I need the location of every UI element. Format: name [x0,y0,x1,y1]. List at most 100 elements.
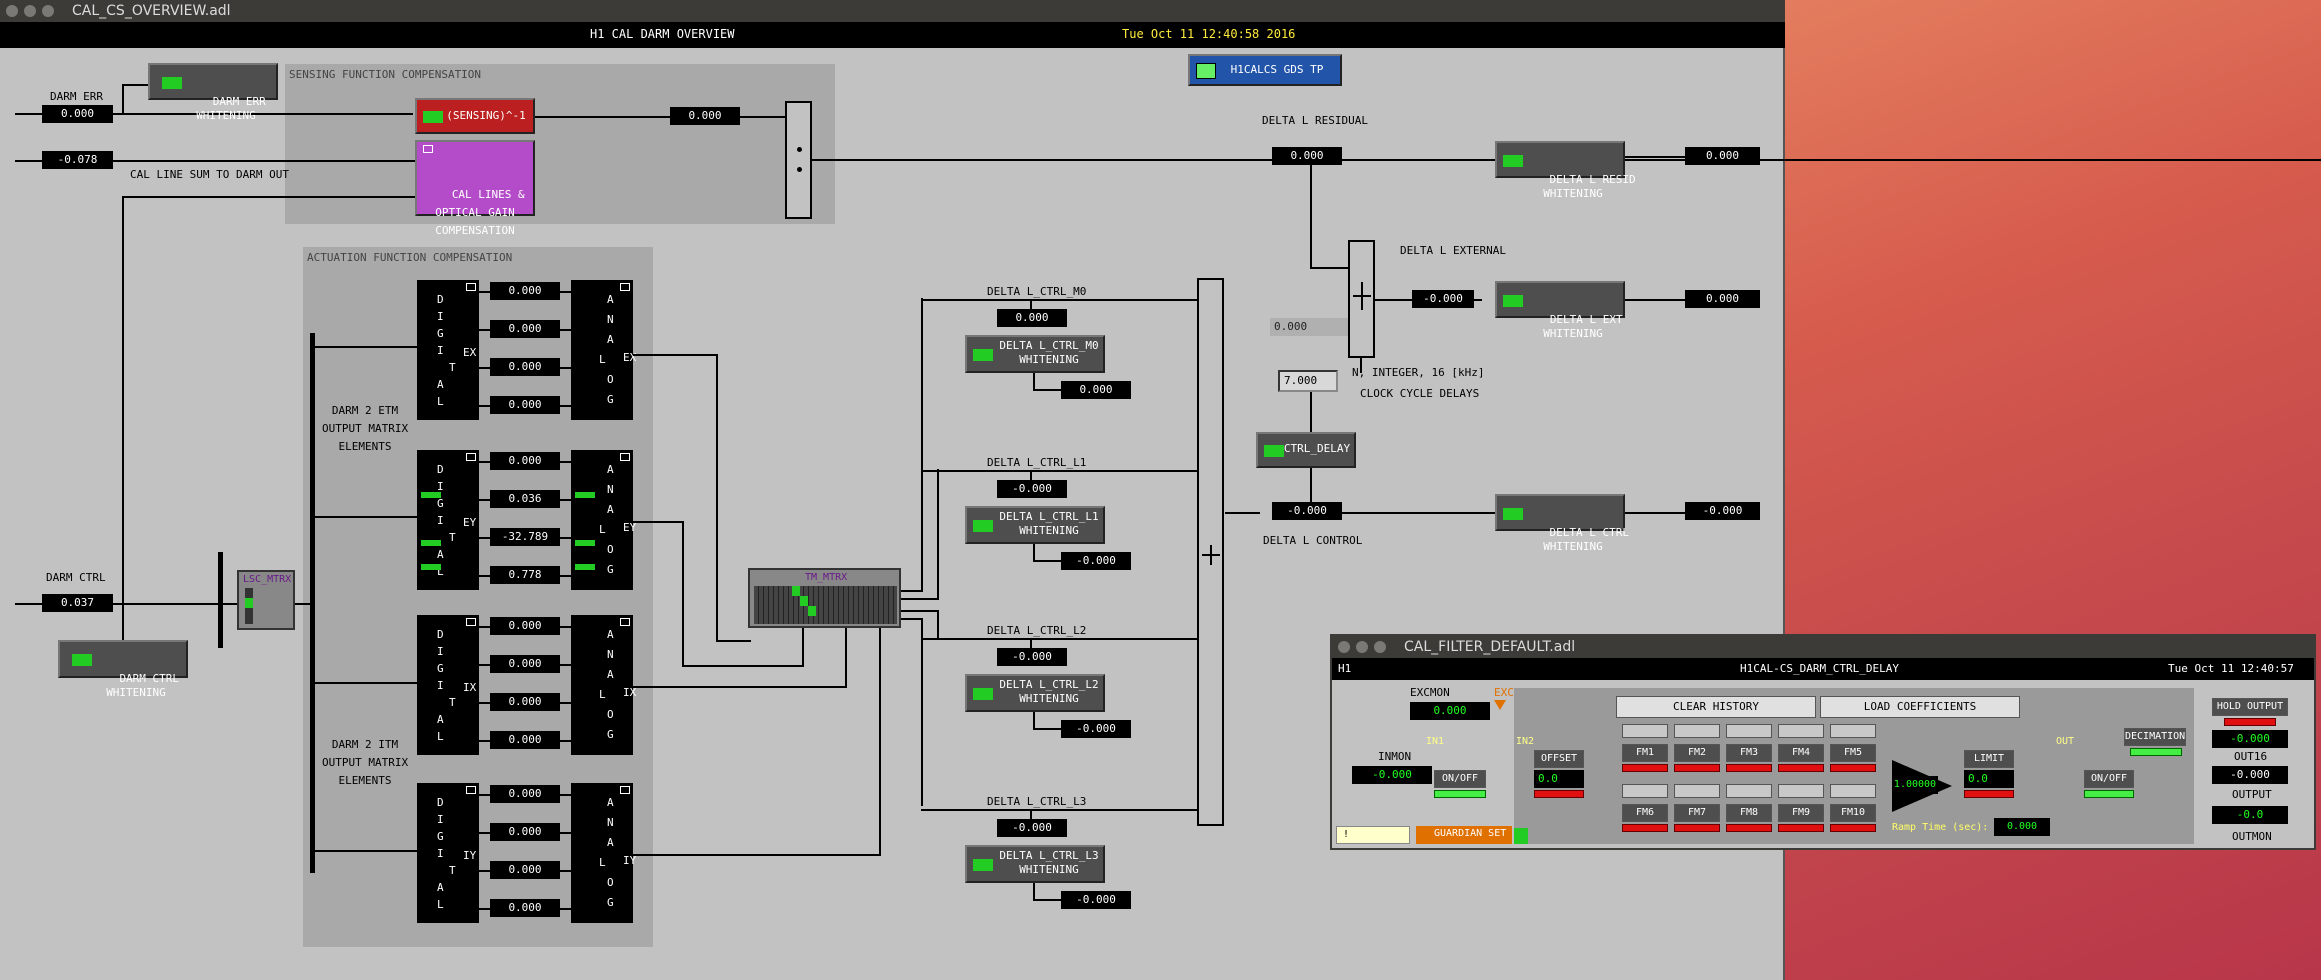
fm-slot [1778,724,1824,738]
fm-button[interactable]: FM7 [1674,804,1720,822]
darm-err-whitening-button[interactable]: DARM ERR WHITENING [148,63,278,122]
minimize-window-icon[interactable] [24,5,36,17]
ctrl-chain-label: DELTA L_CTRL_L2 [987,624,1087,637]
offset-value[interactable]: 0.0 [1534,770,1584,788]
ctrl-chain-whitening-led [973,688,993,700]
filter-maximize-icon[interactable] [1374,641,1386,653]
filter-name: H1CAL-CS_DARM_CTRL_DELAY [1740,662,1899,675]
maximize-window-icon[interactable] [42,5,54,17]
wire [1033,712,1035,728]
fm-indicator [1674,824,1720,832]
fm-button[interactable]: FM9 [1778,804,1824,822]
fm-slot [1830,784,1876,798]
decimation-button[interactable]: DECIMATION [2124,728,2186,746]
filter-popup-window: CAL_FILTER_DEFAULT.adl H1 H1CAL-CS_DARM_… [1330,634,2316,850]
matrix-ey-value[interactable]: -32.789 [490,528,560,546]
darm-ctrl-value: 0.037 [42,594,113,612]
limit-indicator [1964,790,2014,798]
matrix-ix-value[interactable]: 0.000 [490,693,560,711]
fm-slot [1622,784,1668,798]
excmon-label: EXCMON [1410,686,1450,699]
header-timestamp: Tue Oct 11 12:40:58 2016 [1122,27,1296,41]
fm-slot [1622,724,1668,738]
matrix-ix-value[interactable]: 0.000 [490,655,560,673]
matrix-ex-value[interactable]: 0.000 [490,282,560,300]
guardian-set-button[interactable]: GUARDIAN SET [1416,826,1512,844]
ctrl-chain-whitening-led [973,859,993,871]
filter-header: H1 H1CAL-CS_DARM_CTRL_DELAY Tue Oct 11 1… [1332,658,2314,680]
ctrl-chain-whitening-button[interactable]: DELTA L_CTRL_L1 WHITENING [965,506,1105,544]
hold-output-button[interactable]: HOLD OUTPUT [2212,698,2288,716]
itm-matrix-label: DARM 2 ITM OUTPUT MATRIX ELEMENTS [322,738,409,787]
fm-button[interactable]: FM5 [1830,744,1876,762]
guardian-led [1514,828,1528,844]
matrix-ix-value[interactable]: 0.000 [490,617,560,635]
gds-tp-button[interactable]: H1CALCS GDS TP [1188,54,1342,86]
tm-mtrx-block[interactable]: TM_MTRX [748,568,901,628]
delta-l-ext-whitening-button[interactable]: DELTA L EXT WHITENING [1495,281,1625,340]
ctrl-chain-whitening-button[interactable]: DELTA L_CTRL_L2 WHITENING [965,674,1105,712]
delay-input[interactable]: 7.000 [1278,370,1338,392]
wire [921,470,1197,472]
filter-close-icon[interactable] [1338,641,1350,653]
matrix-ix-value[interactable]: 0.000 [490,731,560,749]
cal-lines-compensation-button[interactable]: CAL LINES & OPTICAL GAIN COMPENSATION [415,140,535,237]
clear-history-button[interactable]: CLEAR HISTORY [1616,696,1816,718]
matrix-ey-value[interactable]: 0.778 [490,566,560,584]
in2-label: IN2 [1516,736,1535,747]
ctrl-chain-whitening-button[interactable]: DELTA L_CTRL_M0 WHITENING [965,335,1105,373]
matrix-ex-value[interactable]: 0.000 [490,320,560,338]
darm-ctrl-whitening-button[interactable]: DARM CTRL WHITENING [58,640,188,699]
delta-l-resid-whitening-button[interactable]: DELTA L RESID WHITENING [1495,141,1636,200]
ramp-time-value[interactable]: 0.000 [1994,818,2050,836]
delta-l-ctrl-whitening-button[interactable]: DELTA L CTRL WHITENING [1495,494,1629,553]
fm-indicator [1726,764,1772,772]
matrix-iy-value[interactable]: 0.000 [490,861,560,879]
fm-button[interactable]: FM4 [1778,744,1824,762]
ctrl-sum-junction [1197,278,1224,826]
load-coefficients-button[interactable]: LOAD COEFFICIENTS [1820,696,2020,718]
matrix-ey-value[interactable]: 0.036 [490,490,560,508]
output-onoff-indicator [2084,790,2134,798]
ctrl-chain-whitening-label: DELTA L_CTRL_L1 WHITENING [999,510,1099,537]
matrix-iy-value[interactable]: 0.000 [490,785,560,803]
delay-note-1: N, INTEGER, 16 [kHz] [1352,366,1485,379]
filter-minimize-icon[interactable] [1356,641,1368,653]
offset-button[interactable]: OFFSET [1534,750,1584,768]
limit-button[interactable]: LIMIT [1964,750,2014,768]
input-onoff-button[interactable]: ON/OFF [1434,770,1486,788]
fm-button[interactable]: FM8 [1726,804,1772,822]
ctrl-delay-button[interactable]: CTRL_DELAY [1256,432,1356,468]
fm-button[interactable]: FM2 [1674,744,1720,762]
sensing-inverse-button[interactable]: (SENSING)^-1 [415,98,535,134]
ctrl-chain-value: 0.000 [997,309,1067,327]
limit-value[interactable]: 0.0 [1964,770,2014,788]
delay-note-2: CLOCK CYCLE DELAYS [1360,387,1480,400]
hold-output-indicator [2224,718,2276,726]
matrix-iy-value[interactable]: 0.000 [490,899,560,917]
output-onoff-button[interactable]: ON/OFF [2084,770,2134,788]
fm-button[interactable]: FM3 [1726,744,1772,762]
matrix-ey-value[interactable]: 0.000 [490,452,560,470]
fm-button[interactable]: FM10 [1830,804,1876,822]
matrix-ex-value[interactable]: 0.000 [490,396,560,414]
fm-button[interactable]: FM6 [1622,804,1668,822]
fm-button[interactable]: FM1 [1622,744,1668,762]
ramp-time-label: Ramp Time (sec): [1892,822,1989,833]
gain-value[interactable]: 1.00000 [1892,776,1938,794]
matrix-iy-value[interactable]: 0.000 [490,823,560,841]
matrix-ex-value[interactable]: 0.000 [490,358,560,376]
close-window-icon[interactable] [6,5,18,17]
inmon-value: -0.000 [1352,766,1432,784]
ctrl-chain-label: DELTA L_CTRL_L1 [987,456,1087,469]
lsc-mtrx-block[interactable]: LSC_MTRX [237,570,295,630]
ctrl-chain-whitening-button[interactable]: DELTA L_CTRL_L3 WHITENING [965,845,1105,883]
